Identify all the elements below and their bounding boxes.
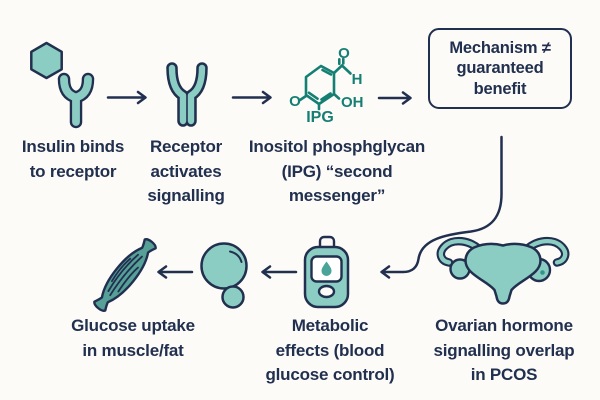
molecule-ether-oxygen: O xyxy=(289,93,301,110)
muscle-striations xyxy=(107,253,143,297)
glucose-meter-icon xyxy=(303,235,350,309)
caption-metabolic-effects: Metabolic effects (blood glucose control… xyxy=(265,316,395,384)
ovary-cyst-dot xyxy=(540,270,545,275)
caption-ovarian-overlap: Ovarian hormone signalling overlap in PC… xyxy=(433,316,575,384)
activated-receptor-icon xyxy=(166,62,208,127)
ipg-molecule-icon: O H OH O IPG xyxy=(289,45,363,126)
caption-ipg-second-messenger: Inositol phosphglycan (IPG) “second mess… xyxy=(248,137,426,205)
arrow-right-icon xyxy=(377,91,412,105)
mechanism-callout-box: Mechanism ≠ guaranteed benefit xyxy=(428,28,572,109)
caption-insulin-binds: Insulin binds to receptor xyxy=(21,137,125,181)
insulin-receptor-icon xyxy=(57,72,95,129)
arrow-left-icon xyxy=(261,265,298,279)
connector-curve xyxy=(380,135,503,279)
arrow-left-icon xyxy=(157,265,194,279)
molecule-aldehyde-oxygen: O xyxy=(338,45,350,62)
arrow-right-icon xyxy=(106,90,147,105)
molecule-aldehyde-hydrogen: H xyxy=(352,71,363,88)
blood-drop-glyph xyxy=(321,261,332,276)
insulin-hexagon-icon xyxy=(30,41,63,80)
caption-receptor-activates: Receptor activates signalling xyxy=(147,137,225,205)
arrow-right-icon xyxy=(231,90,272,105)
uterus-icon xyxy=(436,236,570,305)
muscle-icon xyxy=(93,238,157,312)
molecule-name-label: IPG xyxy=(306,109,334,126)
molecule-hydroxyl-group: OH xyxy=(341,94,364,111)
cell-icon xyxy=(200,242,248,309)
caption-glucose-uptake: Glucose uptake in muscle/fat xyxy=(71,316,195,360)
